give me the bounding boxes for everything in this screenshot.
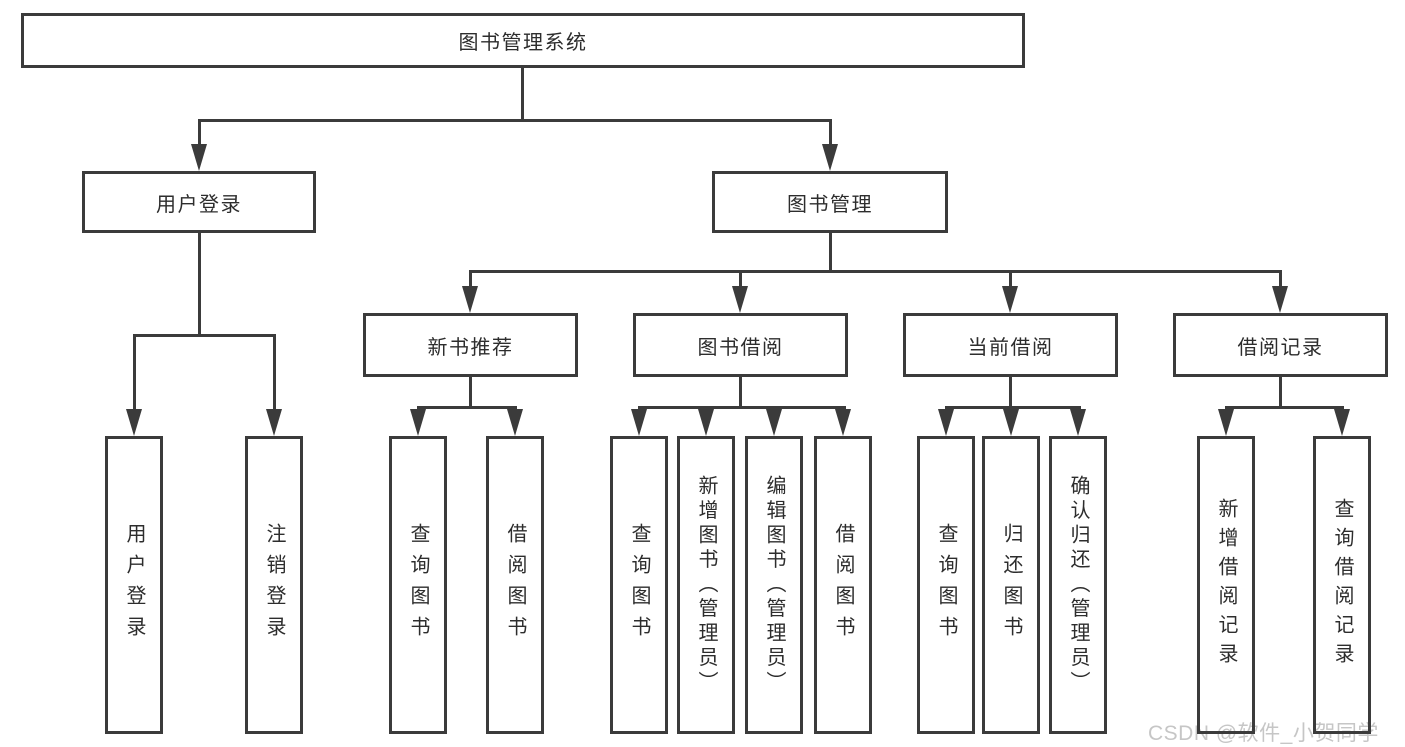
node-label: 借阅记录 — [1237, 336, 1324, 359]
connector-line — [638, 406, 846, 409]
node-label: 当前借阅 — [967, 336, 1054, 359]
node-label: 归还图书 — [1000, 523, 1022, 647]
node-label: 查询借阅记录 — [1331, 498, 1353, 672]
node-book-management: 图书管理 — [712, 171, 948, 233]
leaf-logout: 注销登录 — [245, 436, 303, 734]
connector-line — [273, 334, 276, 412]
node-label: 图书借阅 — [697, 336, 784, 359]
arrow-down-icon — [938, 409, 954, 436]
node-borrow-records: 借阅记录 — [1173, 313, 1388, 377]
connector-line — [945, 406, 1081, 409]
leaf-query-books: 查询图书 — [389, 436, 447, 734]
arrow-down-icon — [1334, 409, 1350, 436]
arrow-down-icon — [1003, 409, 1019, 436]
connector-line — [1009, 377, 1012, 408]
arrow-down-icon — [126, 409, 142, 436]
node-label: 新书推荐 — [427, 336, 514, 359]
node-label: 新增借阅记录 — [1215, 498, 1237, 672]
node-user-login: 用户登录 — [82, 171, 316, 233]
node-label: 注销登录 — [263, 523, 285, 647]
node-label: 借阅图书 — [504, 523, 526, 647]
connector-line — [198, 233, 201, 337]
node-label: 确认归还（管理员） — [1067, 474, 1089, 696]
arrow-down-icon — [698, 409, 714, 436]
node-label: 查询图书 — [628, 523, 650, 647]
node-label: 用户登录 — [156, 193, 242, 216]
leaf-query-borrow-record: 查询借阅记录 — [1313, 436, 1371, 734]
connector-line — [739, 377, 742, 408]
node-label: 图书管理系统 — [458, 32, 588, 54]
leaf-query-books: 查询图书 — [917, 436, 975, 734]
connector-line — [469, 270, 472, 288]
arrow-down-icon — [266, 409, 282, 436]
leaf-query-books: 查询图书 — [610, 436, 668, 734]
arrow-down-icon — [507, 409, 523, 436]
connector-line — [469, 377, 472, 408]
connector-line — [417, 406, 517, 409]
connector-line — [198, 119, 201, 146]
node-label: 查询图书 — [407, 523, 429, 647]
arrow-down-icon — [631, 409, 647, 436]
connector-line — [133, 334, 276, 337]
connector-line — [1225, 406, 1344, 409]
node-library-system: 图书管理系统 — [21, 13, 1025, 68]
leaf-add-books-admin: 新增图书（管理员） — [677, 436, 735, 734]
connector-line — [521, 68, 524, 122]
leaf-edit-books-admin: 编辑图书（管理员） — [745, 436, 803, 734]
arrow-down-icon — [1070, 409, 1086, 436]
node-label: 用户登录 — [123, 523, 145, 647]
node-new-book-recommend: 新书推荐 — [363, 313, 578, 377]
arrow-down-icon — [822, 144, 838, 171]
arrow-down-icon — [191, 144, 207, 171]
arrow-down-icon — [410, 409, 426, 436]
node-current-borrowing: 当前借阅 — [903, 313, 1118, 377]
leaf-borrow-books: 借阅图书 — [814, 436, 872, 734]
arrow-down-icon — [1272, 286, 1288, 313]
node-label: 借阅图书 — [832, 523, 854, 647]
arrow-down-icon — [1002, 286, 1018, 313]
connector-line — [469, 270, 1282, 273]
node-label: 新增图书（管理员） — [695, 474, 717, 696]
node-label: 图书管理 — [787, 193, 873, 216]
arrow-down-icon — [835, 409, 851, 436]
arrow-down-icon — [766, 409, 782, 436]
connector-line — [1279, 377, 1282, 408]
leaf-borrow-books: 借阅图书 — [486, 436, 544, 734]
connector-line — [198, 119, 832, 122]
watermark: CSDN @软件_小贺同学 — [1148, 722, 1379, 745]
connector-line — [133, 334, 136, 412]
connector-line — [829, 233, 832, 273]
connector-line — [1009, 270, 1012, 288]
connector-line — [1279, 270, 1282, 288]
arrow-down-icon — [732, 286, 748, 313]
node-label: 编辑图书（管理员） — [763, 474, 785, 696]
leaf-confirm-return-admin: 确认归还（管理员） — [1049, 436, 1107, 734]
leaf-add-borrow-record: 新增借阅记录 — [1197, 436, 1255, 734]
node-book-borrowing: 图书借阅 — [633, 313, 848, 377]
connector-line — [739, 270, 742, 288]
arrow-down-icon — [1218, 409, 1234, 436]
leaf-user-login: 用户登录 — [105, 436, 163, 734]
arrow-down-icon — [462, 286, 478, 313]
connector-line — [829, 119, 832, 146]
leaf-return-books: 归还图书 — [982, 436, 1040, 734]
node-label: 查询图书 — [935, 523, 957, 647]
